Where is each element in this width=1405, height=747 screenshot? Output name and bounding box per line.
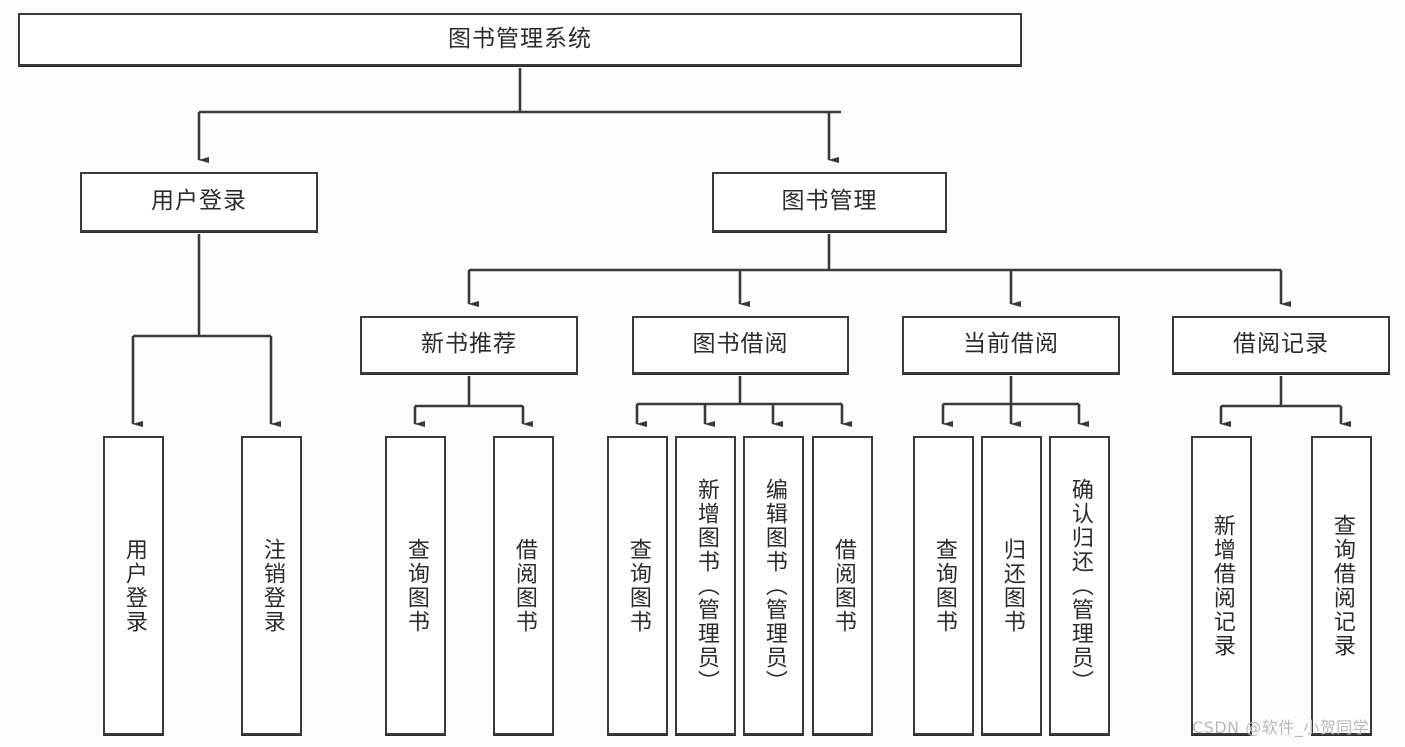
node-book-management[interactable]: 图书管理 xyxy=(712,172,947,232)
node-borrow-record-label: 借阅记录 xyxy=(1233,331,1329,358)
leaf-user-login-logout[interactable]: 注销登录 xyxy=(241,436,302,735)
leaf-new-book-query[interactable]: 查询图书 xyxy=(385,436,446,735)
leaf-current-borrow-query-label: 查询图书 xyxy=(931,537,957,634)
leaf-current-borrow-query[interactable]: 查询图书 xyxy=(913,436,974,735)
leaf-user-login-logout-label: 注销登录 xyxy=(259,537,285,634)
node-book-management-label: 图书管理 xyxy=(781,188,878,215)
leaf-current-borrow-confirm-return-label: 确认归还（管理员） xyxy=(1067,477,1093,694)
csdn-watermark: CSDN @软件_小贺同学 xyxy=(1192,718,1370,737)
leaf-book-borrow-edit[interactable]: 编辑图书（管理员） xyxy=(743,436,804,735)
node-new-book-recommend-label: 新书推荐 xyxy=(421,331,517,358)
leaf-borrow-record-query[interactable]: 查询借阅记录 xyxy=(1311,436,1372,735)
node-current-borrow[interactable]: 当前借阅 xyxy=(902,316,1120,374)
leaf-book-borrow-borrow-label: 借阅图书 xyxy=(830,537,856,634)
node-book-borrow[interactable]: 图书借阅 xyxy=(632,316,849,374)
leaf-current-borrow-return-label: 归还图书 xyxy=(999,537,1025,634)
node-user-login[interactable]: 用户登录 xyxy=(80,172,318,232)
node-user-login-label: 用户登录 xyxy=(151,188,247,215)
leaf-user-login-login-label: 用户登录 xyxy=(121,537,147,634)
leaf-new-book-query-label: 查询图书 xyxy=(403,537,429,634)
leaf-borrow-record-query-label: 查询借阅记录 xyxy=(1329,513,1355,658)
node-book-borrow-label: 图书借阅 xyxy=(692,331,789,358)
node-root-system[interactable]: 图书管理系统 xyxy=(18,13,1022,66)
leaf-borrow-record-add[interactable]: 新增借阅记录 xyxy=(1191,436,1252,735)
leaf-book-borrow-query-label: 查询图书 xyxy=(625,537,651,634)
node-borrow-record[interactable]: 借阅记录 xyxy=(1172,316,1390,374)
leaf-book-borrow-borrow[interactable]: 借阅图书 xyxy=(812,436,873,735)
leaf-new-book-borrow[interactable]: 借阅图书 xyxy=(493,436,554,735)
leaf-book-borrow-query[interactable]: 查询图书 xyxy=(607,436,668,735)
node-current-borrow-label: 当前借阅 xyxy=(963,331,1059,358)
leaf-current-borrow-return[interactable]: 归还图书 xyxy=(981,436,1042,735)
leaf-user-login-login[interactable]: 用户登录 xyxy=(103,436,164,735)
node-new-book-recommend[interactable]: 新书推荐 xyxy=(360,316,578,374)
leaf-book-borrow-edit-label: 编辑图书（管理员） xyxy=(761,477,787,694)
leaf-book-borrow-add[interactable]: 新增图书（管理员） xyxy=(675,436,736,735)
leaf-borrow-record-add-label: 新增借阅记录 xyxy=(1209,513,1235,658)
node-root-system-label: 图书管理系统 xyxy=(448,25,592,52)
leaf-current-borrow-confirm-return[interactable]: 确认归还（管理员） xyxy=(1049,436,1110,735)
leaf-book-borrow-add-label: 新增图书（管理员） xyxy=(693,477,719,694)
leaf-new-book-borrow-label: 借阅图书 xyxy=(511,537,537,634)
